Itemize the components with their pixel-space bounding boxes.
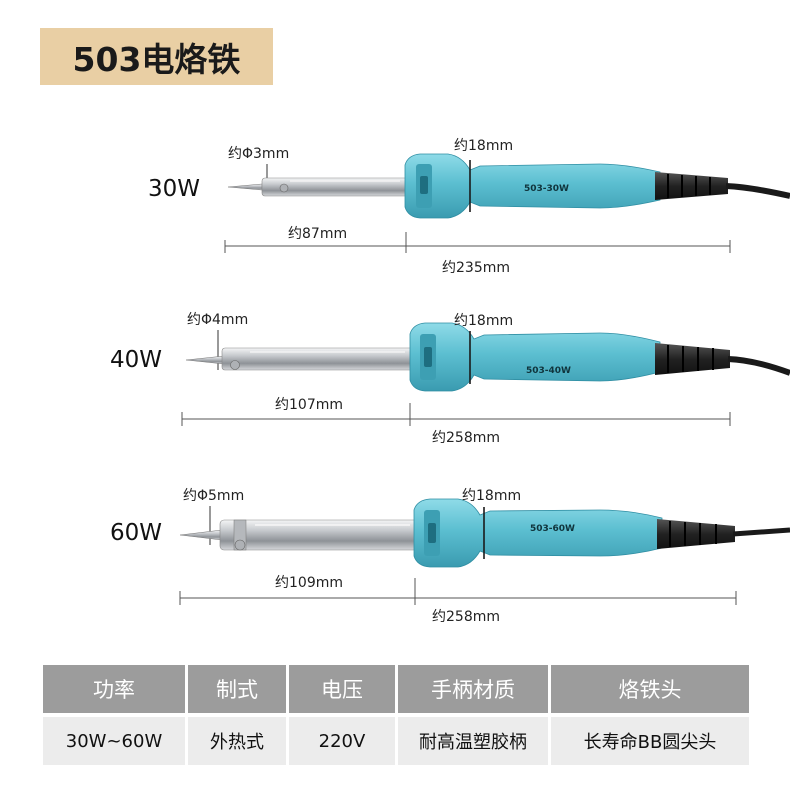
tip-diameter-label: 约Φ3mm [228,146,289,162]
value-handle-material: 耐高温塑胶柄 [398,717,548,765]
soldering-tip [185,355,225,365]
barrel-length-label: 约109mm [275,575,343,591]
header-type: 制式 [188,665,286,713]
spec-table-value-row: 30W~60W 外热式 220V 耐高温塑胶柄 长寿命BB圆尖头 [43,717,749,765]
value-voltage: 220V [289,717,395,765]
spec-table-header-row: 功率 制式 电压 手柄材质 烙铁头 [43,665,749,713]
tip-diameter-label: 约Φ4mm [187,312,248,328]
iron-60w: 60W 约Φ5mm 503-60W 约18mm 约109mm 约258mm [110,488,790,625]
power-cord [727,356,790,376]
value-tip: 长寿命BB圆尖头 [551,717,749,765]
barrel-length-label: 约87mm [288,226,347,242]
iron-label: 60W [110,520,162,546]
grip-length-label: 约18mm [454,138,513,154]
spec-table: 功率 制式 电压 手柄材质 烙铁头 30W~60W 外热式 220V 耐高温塑胶… [40,661,752,769]
iron-40w: 40W 约Φ4mm 503-40W 约18mm 约107mm 约258mm [110,312,790,446]
product-diagram: 30W 约Φ3mm 503-30W 约18mm 约87mm 约235mm 40W… [110,138,790,625]
screw-icon [279,183,289,193]
handle-model-text: 503-30W [524,184,569,194]
total-length-label: 约258mm [432,430,500,446]
handle-model-text: 503-60W [530,524,575,534]
grip-length-label: 约18mm [462,488,521,504]
screw-icon [234,539,246,551]
iron-30w: 30W 约Φ3mm 503-30W 约18mm 约87mm 约235mm [148,138,790,276]
value-type: 外热式 [188,717,286,765]
total-length-label: 约258mm [432,609,500,625]
handle [404,153,661,219]
rubber-strain-relief [655,172,728,200]
header-power: 功率 [43,665,185,713]
tip-diameter-label: 约Φ5mm [183,488,244,504]
soldering-tip [179,529,223,541]
grip-length-label: 约18mm [454,313,513,329]
soldering-tip [227,183,263,191]
screw-icon [230,360,240,370]
total-length-label: 约235mm [442,260,510,276]
header-voltage: 电压 [289,665,395,713]
header-tip: 烙铁头 [551,665,749,713]
iron-label: 30W [148,176,200,202]
handle-model-text: 503-40W [526,366,571,376]
rubber-strain-relief [655,343,730,375]
iron-label: 40W [110,347,162,373]
metal-barrel [221,347,417,371]
power-cord [725,183,790,199]
page-title: 503电烙铁 [40,28,273,85]
handle [409,322,661,392]
barrel-length-label: 约107mm [275,397,343,413]
header-handle-material: 手柄材质 [398,665,548,713]
value-power: 30W~60W [43,717,185,765]
rubber-strain-relief [657,519,735,549]
power-cord [732,527,790,537]
